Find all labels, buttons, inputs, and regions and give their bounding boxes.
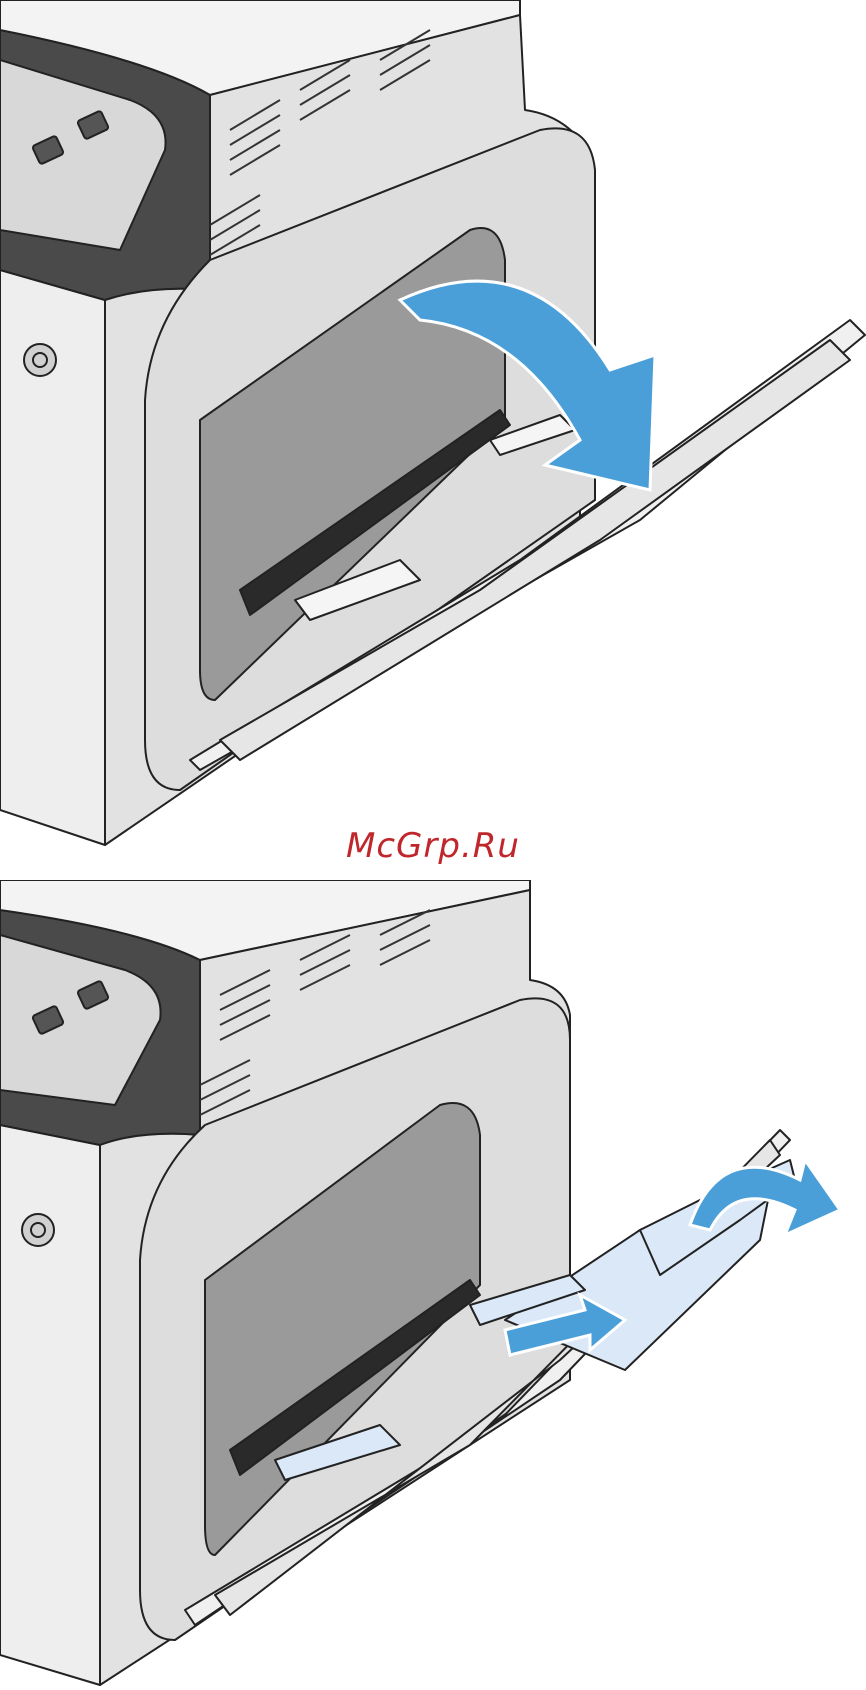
printer-open-tray-svg [0,0,866,850]
power-button-icon [24,344,56,376]
printer-front-face [0,1125,100,1685]
curved-arrow-flip-icon [690,1160,840,1235]
illustration-open-tray [0,0,866,850]
power-button-icon [22,1214,54,1246]
illustration-extend-tray [0,880,866,1690]
watermark-text: McGrp.Ru [0,826,866,866]
printer-extend-tray-svg [0,880,866,1690]
